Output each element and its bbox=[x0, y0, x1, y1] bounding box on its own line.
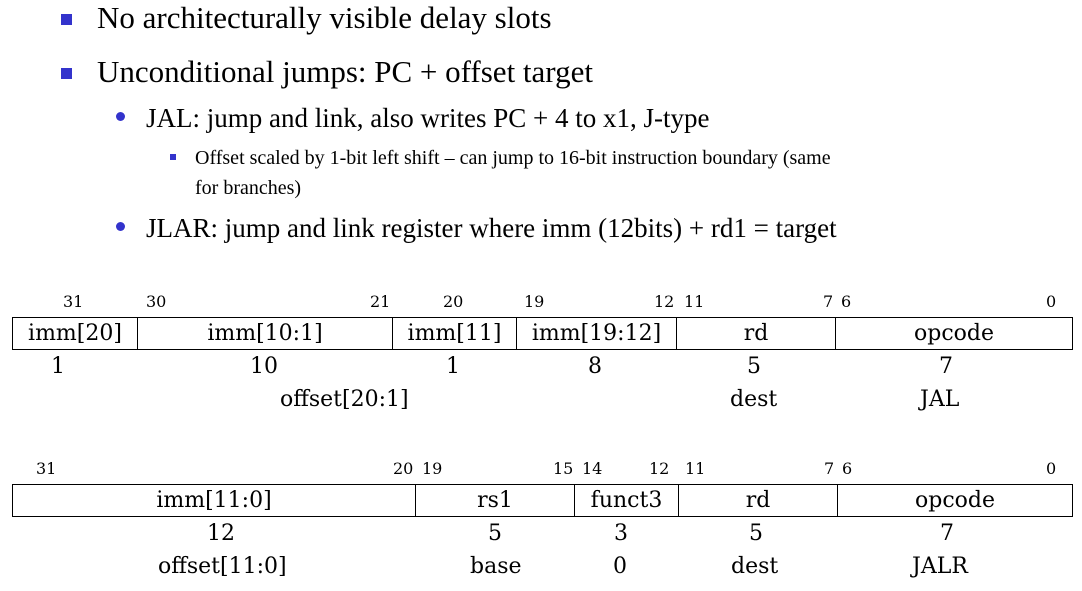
jalr-bit-31: 31 bbox=[36, 459, 57, 478]
jalr-role-offset: offset[11:0] bbox=[158, 554, 287, 579]
jalr-width-funct3: 3 bbox=[614, 521, 628, 546]
jalr-width-rd: 5 bbox=[749, 521, 763, 546]
jalr-role-op: JALR bbox=[912, 554, 968, 579]
jal-width-imm20: 1 bbox=[51, 354, 65, 379]
bullet-dot-1 bbox=[116, 112, 125, 121]
jalr-role-dest: dest bbox=[731, 554, 779, 579]
jal-field-imm10-1: imm[10:1] bbox=[137, 318, 392, 349]
jalr-bit-7: 7 bbox=[824, 459, 835, 478]
jalr-bit-20: 20 bbox=[393, 459, 414, 478]
bullet-offset-line1: Offset scaled by 1-bit left shift – can … bbox=[195, 147, 831, 169]
jal-role-offset: offset[20:1] bbox=[280, 387, 409, 412]
bullet-jalr: JLAR: jump and link register where imm (… bbox=[146, 213, 837, 243]
jal-width-imm10-1: 10 bbox=[250, 354, 278, 379]
jalr-field-rs1: rs1 bbox=[415, 485, 574, 516]
jalr-encoding-box: imm[11:0] rs1 funct3 rd opcode bbox=[12, 484, 1073, 517]
jalr-bit-12: 12 bbox=[649, 459, 670, 478]
jalr-field-opcode: opcode bbox=[837, 485, 1072, 516]
jal-width-imm19-12: 8 bbox=[588, 354, 602, 379]
bullet-small-square bbox=[170, 154, 176, 160]
jalr-field-imm11-0: imm[11:0] bbox=[156, 488, 272, 513]
jal-bit-11: 11 bbox=[684, 292, 705, 311]
jal-field-imm19-12: imm[19:12] bbox=[516, 318, 676, 349]
bullet-dot-2 bbox=[116, 222, 125, 231]
jal-encoding-box: imm[20] imm[10:1] imm[11] imm[19:12] rd … bbox=[12, 317, 1073, 350]
jal-field-imm11: imm[11] bbox=[392, 318, 516, 349]
jal-width-opcode: 7 bbox=[939, 354, 953, 379]
jalr-width-opcode: 7 bbox=[940, 521, 954, 546]
jal-bit-20: 20 bbox=[443, 292, 464, 311]
jalr-bit-15: 15 bbox=[553, 459, 574, 478]
jal-bit-12: 12 bbox=[654, 292, 675, 311]
jal-field-opcode: opcode bbox=[835, 318, 1072, 349]
jalr-bit-6: 6 bbox=[842, 459, 853, 478]
bullet-square-2 bbox=[61, 68, 72, 79]
bullet-square-1 bbox=[61, 14, 72, 25]
jalr-bit-14: 14 bbox=[582, 459, 603, 478]
bullet-delay-slots: No architecturally visible delay slots bbox=[97, 0, 552, 35]
jalr-field-rd: rd bbox=[678, 485, 837, 516]
jal-width-rd: 5 bbox=[747, 354, 761, 379]
jal-width-imm11: 1 bbox=[446, 354, 460, 379]
jal-bit-0: 0 bbox=[1046, 292, 1057, 311]
jalr-role-base: base bbox=[470, 554, 522, 579]
jal-field-imm20: imm[20] bbox=[28, 321, 122, 346]
bullet-offset-line2: for branches) bbox=[195, 177, 302, 199]
jalr-role-funct: 0 bbox=[613, 554, 627, 579]
jal-bit-30: 30 bbox=[146, 292, 167, 311]
bullet-jal: JAL: jump and link, also writes PC + 4 t… bbox=[146, 103, 710, 133]
jalr-width-rs1: 5 bbox=[488, 521, 502, 546]
jal-role-op: JAL bbox=[920, 387, 960, 412]
jal-field-rd: rd bbox=[676, 318, 835, 349]
jal-bit-7: 7 bbox=[823, 292, 834, 311]
jalr-bit-19: 19 bbox=[422, 459, 443, 478]
jalr-field-funct3: funct3 bbox=[574, 485, 678, 516]
bullet-unconditional-jumps: Unconditional jumps: PC + offset target bbox=[97, 54, 593, 89]
jalr-bit-0: 0 bbox=[1046, 459, 1057, 478]
jal-bit-19: 19 bbox=[524, 292, 545, 311]
jal-bit-21: 21 bbox=[370, 292, 391, 311]
jalr-width-imm: 12 bbox=[207, 521, 235, 546]
jal-bit-31: 31 bbox=[63, 292, 84, 311]
jalr-bit-11: 11 bbox=[685, 459, 706, 478]
jal-bit-6: 6 bbox=[841, 292, 852, 311]
jal-role-dest: dest bbox=[730, 387, 778, 412]
